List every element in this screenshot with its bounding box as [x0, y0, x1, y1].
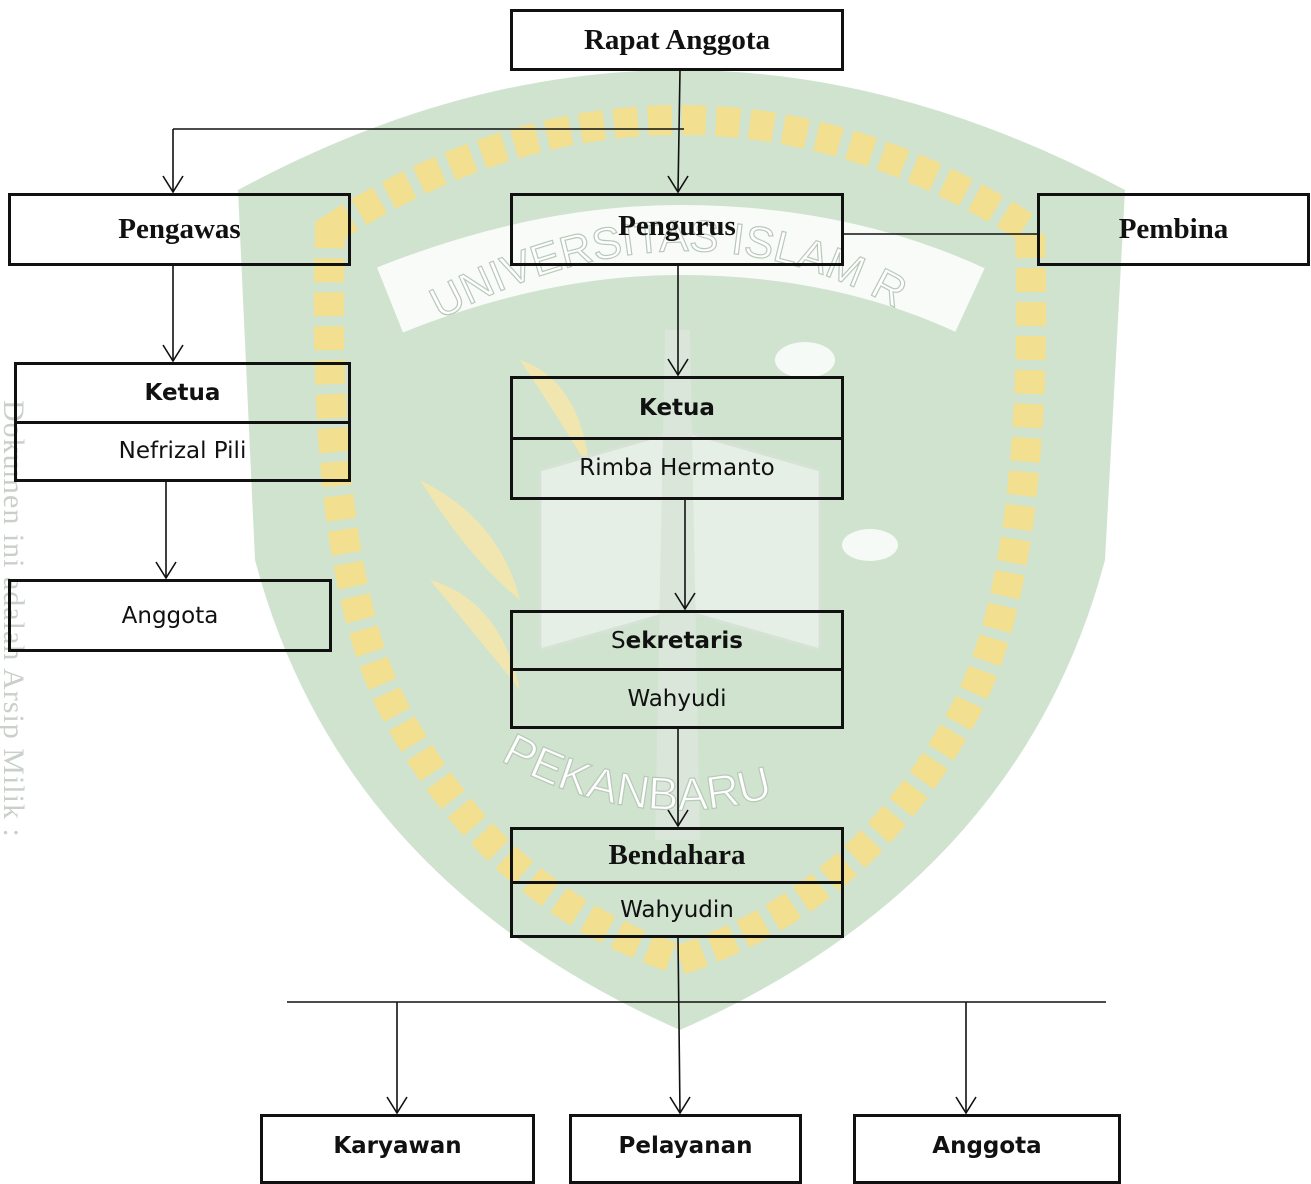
pengawas-ketua-title: Ketua	[144, 379, 221, 406]
rapat-anggota-label: Rapat Anggota	[583, 23, 771, 56]
ketua-title: Ketua	[639, 394, 715, 421]
sekretaris-name: Wahyudi	[513, 668, 841, 726]
pengawas-ketua-box: Ketua Nefrizal Pili	[14, 362, 351, 482]
karyawan-label: Karyawan	[333, 1133, 462, 1159]
bendahara-name: Wahyudin	[513, 881, 841, 935]
anggota-box: Anggota	[853, 1114, 1121, 1184]
pengawas-ketua-name: Nefrizal Pili	[17, 420, 348, 480]
seal-arc-bottom-text: PEKANBARU	[495, 723, 776, 820]
pembina-box: Pembina	[1037, 193, 1310, 266]
pengurus-box: Pengurus	[510, 193, 844, 266]
pengawas-box: Pengawas	[8, 193, 351, 266]
karyawan-box: Karyawan	[260, 1114, 535, 1184]
sekretaris-title-rest: ekretaris	[625, 627, 743, 654]
pengawas-anggota-label: Anggota	[121, 602, 219, 629]
ketua-box: Ketua Rimba Hermanto	[510, 376, 844, 500]
bendahara-box: Bendahara Wahyudin	[510, 827, 844, 938]
pelayanan-label: Pelayanan	[618, 1133, 753, 1159]
bendahara-title: Bendahara	[608, 839, 746, 871]
pembina-label: Pembina	[1118, 213, 1229, 245]
seal-leaf-left	[420, 480, 520, 600]
pelayanan-box: Pelayanan	[569, 1114, 802, 1184]
pengurus-label: Pengurus	[618, 210, 736, 242]
ketua-name: Rimba Hermanto	[513, 436, 841, 498]
rapat-anggota-box: Rapat Anggota	[510, 9, 844, 71]
sekretaris-title-prefix: S	[611, 627, 626, 654]
pengawas-label: Pengawas	[118, 213, 241, 245]
pengawas-anggota-box: Anggota	[8, 579, 332, 652]
anggota-label: Anggota	[932, 1133, 1042, 1159]
